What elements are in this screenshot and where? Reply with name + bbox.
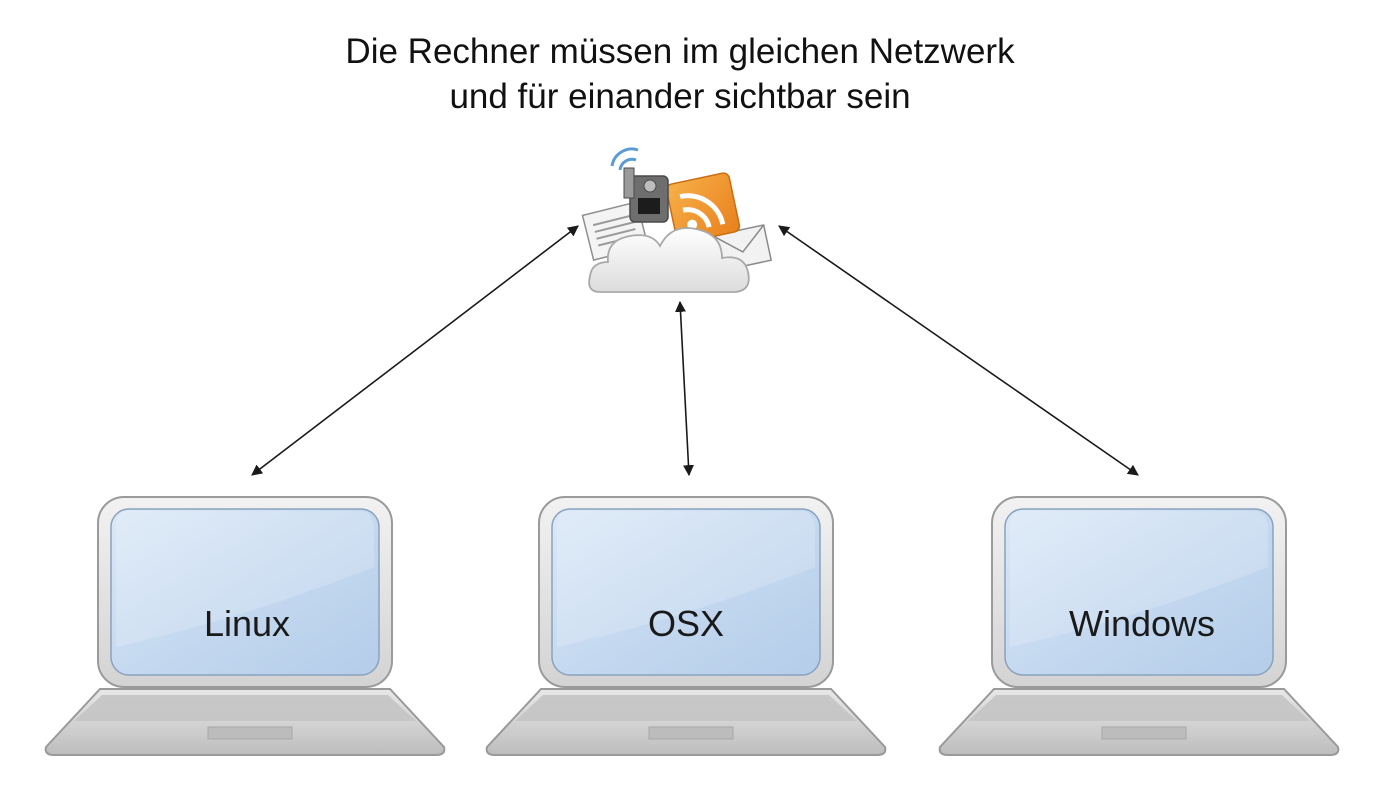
network-cloud-icon (581, 147, 773, 293)
laptop-windows: Windows (938, 496, 1340, 756)
title-line-2: und für einander sichtbar sein (449, 77, 910, 116)
connector-linux (251, 225, 579, 476)
laptop-label-linux: Linux (204, 603, 290, 644)
connector-osx (675, 300, 694, 477)
laptop-label-osx: OSX (648, 603, 724, 644)
laptop-osx: OSX (485, 496, 887, 756)
connector-windows (778, 225, 1139, 476)
wifi-signal-icon (610, 147, 639, 171)
laptop-label-windows: Windows (1069, 603, 1215, 644)
cloud-shape (588, 227, 750, 293)
title-line-1: Die Rechner müssen im gleichen Netzwerk (345, 32, 1015, 71)
phone-icon (623, 167, 669, 223)
laptop-linux: Linux (44, 496, 446, 756)
